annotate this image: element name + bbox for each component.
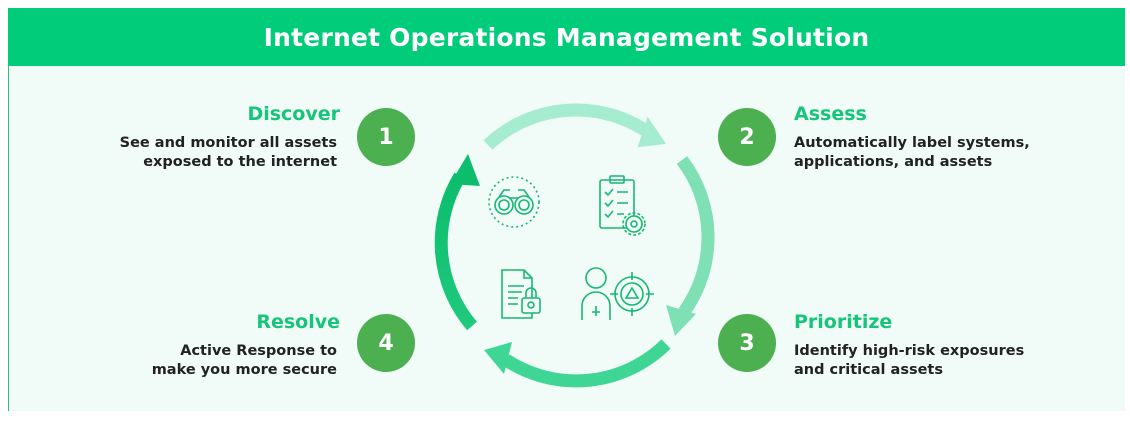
target-person-icon	[581, 267, 654, 320]
step-title-discover: Discover	[247, 103, 340, 125]
step-desc-line: Active Response to	[180, 343, 337, 359]
step-desc-resolve: Active Response to make you more secure	[152, 342, 337, 380]
step-desc-line: applications, and assets	[794, 154, 993, 170]
step-desc-line: Identify high-risk exposures	[794, 343, 1025, 359]
checklist-icon	[599, 175, 646, 236]
step-badge-2: 2	[718, 108, 776, 166]
step-desc-assess: Automatically label systems, application…	[794, 134, 1030, 172]
cycle-diagram	[434, 103, 715, 388]
page-title: Internet Operations Management Solution	[263, 22, 870, 52]
step-badge-4: 4	[357, 314, 415, 372]
diagram-background	[8, 8, 1125, 411]
step-desc-discover: See and monitor all assets exposed to th…	[120, 134, 337, 172]
step-desc-line: See and monitor all assets	[119, 135, 337, 151]
step-desc-line: and critical assets	[794, 362, 943, 378]
binoculars-icon	[488, 176, 540, 228]
step-desc-line: Automatically label systems,	[794, 135, 1030, 151]
step-desc-line: make you more secure	[151, 362, 337, 378]
arrow-discover-to-assess	[483, 103, 667, 150]
arrow-assess-to-prioritize	[666, 156, 715, 336]
step-badge-1: 1	[357, 108, 415, 166]
step-title-resolve: Resolve	[256, 311, 340, 333]
step-desc-prioritize: Identify high-risk exposures and critica…	[794, 342, 1024, 380]
arrow-resolve-to-discover	[434, 154, 480, 331]
document-lock-icon	[501, 269, 541, 319]
step-title-assess: Assess	[794, 103, 867, 125]
step-badge-3: 3	[718, 314, 776, 372]
arrow-prioritize-to-resolve	[484, 339, 671, 388]
step-desc-line: exposed to the internet	[143, 154, 337, 170]
header-banner: Internet Operations Management Solution	[8, 8, 1125, 66]
step-title-prioritize: Prioritize	[794, 311, 893, 333]
